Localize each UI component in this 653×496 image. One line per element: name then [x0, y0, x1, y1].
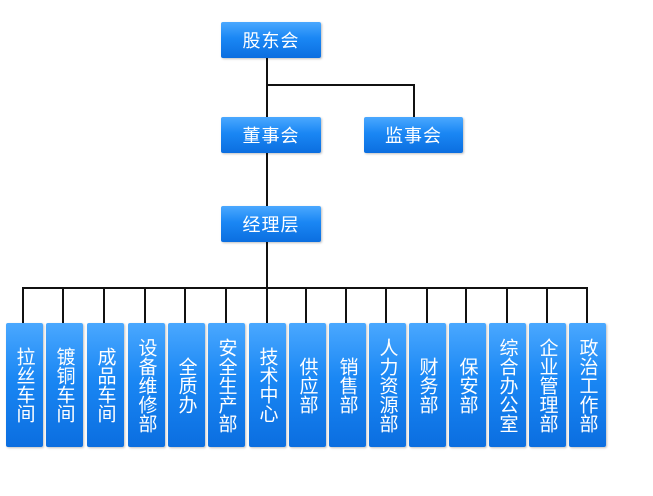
department-node: 保安部 [449, 323, 486, 447]
connector-line [586, 287, 588, 323]
connector-line [266, 153, 268, 206]
department-node: 人力资源部 [369, 323, 406, 447]
connector-line [266, 58, 268, 117]
department-node: 销售部 [329, 323, 366, 447]
connector-line [103, 287, 105, 323]
department-node: 企业管理部 [529, 323, 566, 447]
connector-line [385, 287, 387, 323]
connector-line [22, 287, 24, 323]
department-node: 供应部 [289, 323, 326, 447]
board-node: 董事会 [221, 117, 321, 153]
connector-line [62, 287, 64, 323]
department-node: 设备维修部 [128, 323, 165, 447]
connector-line [266, 287, 268, 323]
connector-line [465, 287, 467, 323]
department-node: 镀铜车间 [46, 323, 83, 447]
connector-line [266, 242, 268, 288]
supervisory-node: 监事会 [364, 117, 463, 153]
department-node: 拉丝车间 [6, 323, 43, 447]
connector-line [546, 287, 548, 323]
department-node: 全质办 [168, 323, 205, 447]
connector-line [305, 287, 307, 323]
department-node: 技术中心 [249, 323, 286, 447]
connector-line [506, 287, 508, 323]
shareholders-node: 股东会 [221, 22, 321, 58]
connector-line [413, 84, 415, 117]
connector-line [144, 287, 146, 323]
connector-line [345, 287, 347, 323]
management-node: 经理层 [221, 206, 321, 242]
department-node: 安全生产部 [208, 323, 245, 447]
department-node: 财务部 [409, 323, 446, 447]
connector-line [266, 84, 415, 86]
department-node: 成品车间 [87, 323, 124, 447]
connector-line [184, 287, 186, 323]
department-node: 政治工作部 [569, 323, 606, 447]
connector-line [225, 287, 227, 323]
connector-line [426, 287, 428, 323]
department-node: 综合办公室 [489, 323, 526, 447]
